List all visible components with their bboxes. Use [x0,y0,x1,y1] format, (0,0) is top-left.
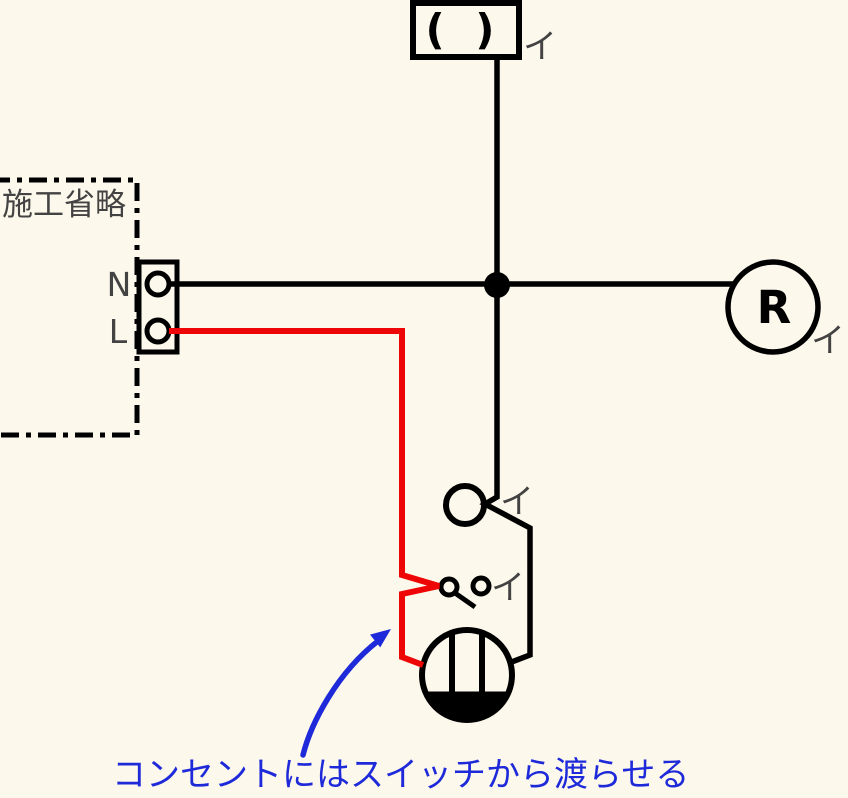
annotation-arrow [300,638,381,758]
switch-lever [453,590,477,610]
circuit-marker-contact: イ [491,568,525,608]
outlet-filled-segment [423,691,511,722]
circuit-marker-receptacle: イ [811,321,845,361]
ceiling-light-box [410,0,522,60]
switch-loop-wire [479,57,533,666]
switch-terminal-circle [443,483,487,527]
terminal-n-hole [144,270,172,298]
circuit-marker-switch: イ [500,482,534,522]
circuit-marker-ceiling: イ [523,27,557,67]
annotation-text: コンセントにはスイッチから渡らせる [112,755,689,795]
terminal-n-label: N [107,265,132,304]
power-terminal-block [136,259,180,355]
switch-contact-left [438,576,460,598]
construction-omitted-label: 施工省略 [2,187,126,223]
switch-contact-right [470,575,492,597]
junction-dot [484,272,510,298]
receptacle-symbol: R [757,281,792,334]
terminal-l-label: L [109,312,128,351]
ceiling-light-symbol: ( ) [425,5,502,54]
live-wire-red [169,328,440,668]
terminal-l-hole [144,317,172,345]
receptacle-circle [725,259,821,355]
annotation-arrowhead [370,629,391,648]
